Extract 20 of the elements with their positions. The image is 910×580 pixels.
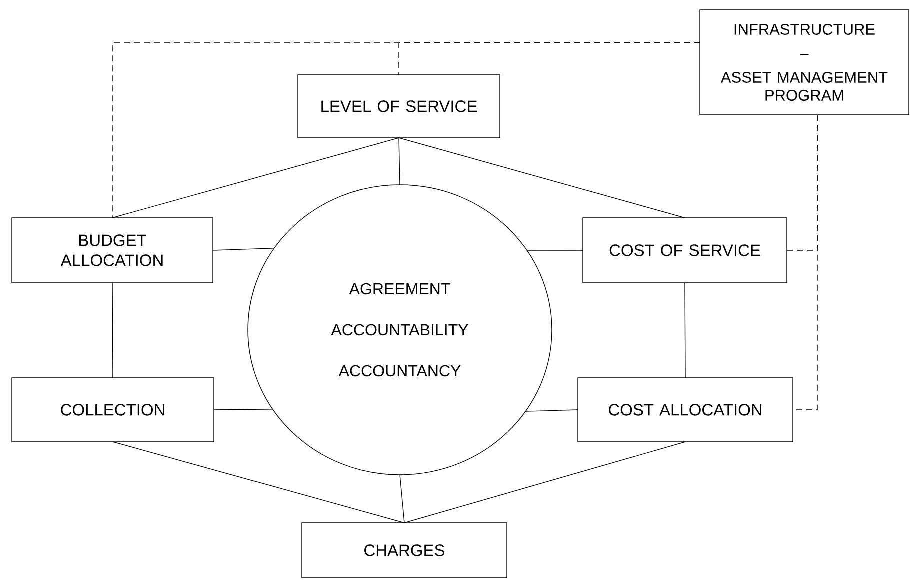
connector <box>400 474 405 524</box>
connector <box>112 282 114 378</box>
process-box: BUDGET ALLOCATION <box>12 218 214 284</box>
connector <box>398 138 400 186</box>
connector <box>212 248 275 251</box>
process-box: COLLECTION <box>12 378 214 442</box>
connector <box>525 410 578 412</box>
process-box: COST OF SERVICE <box>582 218 788 284</box>
connector <box>112 138 400 218</box>
connector <box>112 442 405 524</box>
process-box: LEVEL OF SERVICE <box>298 74 500 138</box>
connector <box>684 282 686 378</box>
connector <box>214 409 274 410</box>
connector <box>404 442 686 524</box>
dashed-connector <box>398 42 700 76</box>
process-box: COST ALLOCATION <box>578 378 794 442</box>
connector <box>398 138 686 218</box>
program-box: INFRASTRUCTURE – ASSET MANAGEMENT PROGRAM <box>700 10 910 116</box>
connector <box>526 250 584 251</box>
process-box: CHARGES <box>302 522 508 578</box>
